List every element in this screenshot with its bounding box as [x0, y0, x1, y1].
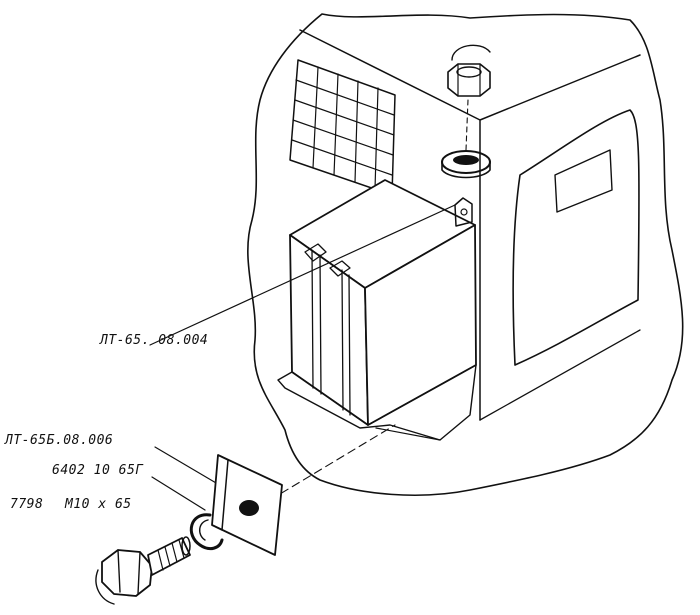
mounting-plate: [211, 454, 283, 556]
bolt: [95, 536, 191, 605]
callout-plate-part-number: ЛТ-65Б.08.006: [5, 433, 114, 448]
tank-box: [277, 179, 477, 441]
axis-line-top: [465, 99, 469, 151]
callout-tank-part-number: ЛТ-65. 08.004: [100, 333, 209, 348]
top-washer: [441, 150, 491, 179]
callout-bolt-standard: 7798: [10, 497, 44, 512]
cab-front-panel: [299, 29, 641, 421]
leader-tank: [149, 204, 456, 346]
cab-outline: [247, 13, 684, 496]
top-nut: [447, 44, 491, 97]
cab-door: [512, 109, 640, 366]
leader-washer: [151, 476, 206, 511]
cab-side-edge: [479, 329, 641, 421]
callout-bolt-size: М10 х 65: [65, 497, 132, 512]
callout-washer-part-number: 6402 10 65Г: [52, 463, 144, 478]
door-window: [554, 149, 613, 213]
axis-line-bottom: [269, 424, 396, 501]
split-washer: [189, 513, 224, 551]
cab-grille: [289, 59, 396, 196]
